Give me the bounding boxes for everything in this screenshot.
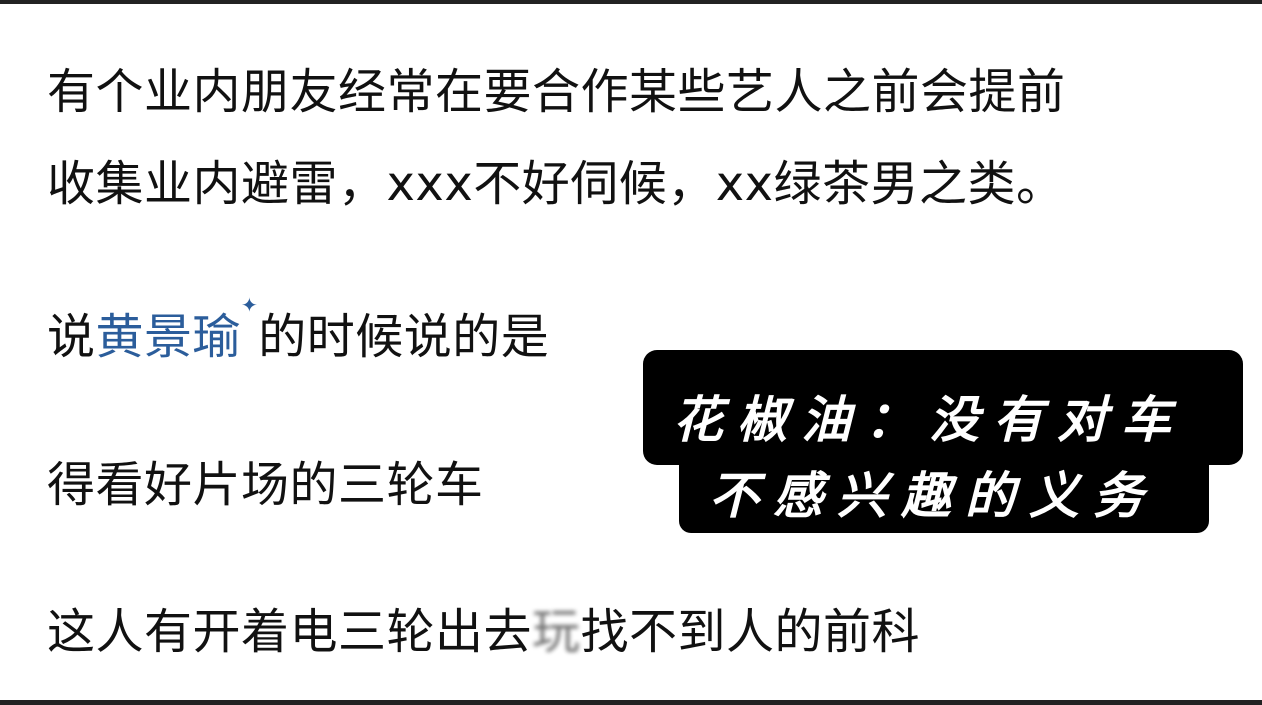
- bottom-edge: [0, 700, 1262, 705]
- post-text: 说: [47, 309, 96, 365]
- sticker-background: [679, 410, 1209, 533]
- caption-sticker: 花椒油：没有对车 不感兴趣的义务: [643, 350, 1243, 533]
- post-line: 收集业内避雷，xxx不好伺候，xx绿茶男之类。: [47, 156, 1065, 212]
- post-text: 找不到人的前科: [580, 604, 921, 660]
- sparkle-icon: ✦: [241, 293, 259, 317]
- post-line: 说黄景瑜✦的时候说的是: [47, 293, 550, 367]
- topic-link[interactable]: 黄景瑜: [95, 309, 242, 365]
- post-line: 这人有开着电三轮出去玩找不到人的前科: [47, 592, 920, 662]
- post-text: 这人有开着电三轮出去: [47, 604, 533, 660]
- post-line: 有个业内朋友经常在要合作某些艺人之前会提前: [47, 64, 1066, 120]
- sticker-line: 不感兴趣的义务: [709, 466, 1157, 525]
- post-text: 的时候说的是: [258, 309, 550, 365]
- post-line: 得看好片场的三轮车: [47, 457, 484, 513]
- top-edge: [0, 0, 1262, 4]
- sticker-line: 花椒油：没有对车: [673, 390, 1185, 449]
- watermark-obscured-text: 玩: [532, 604, 581, 660]
